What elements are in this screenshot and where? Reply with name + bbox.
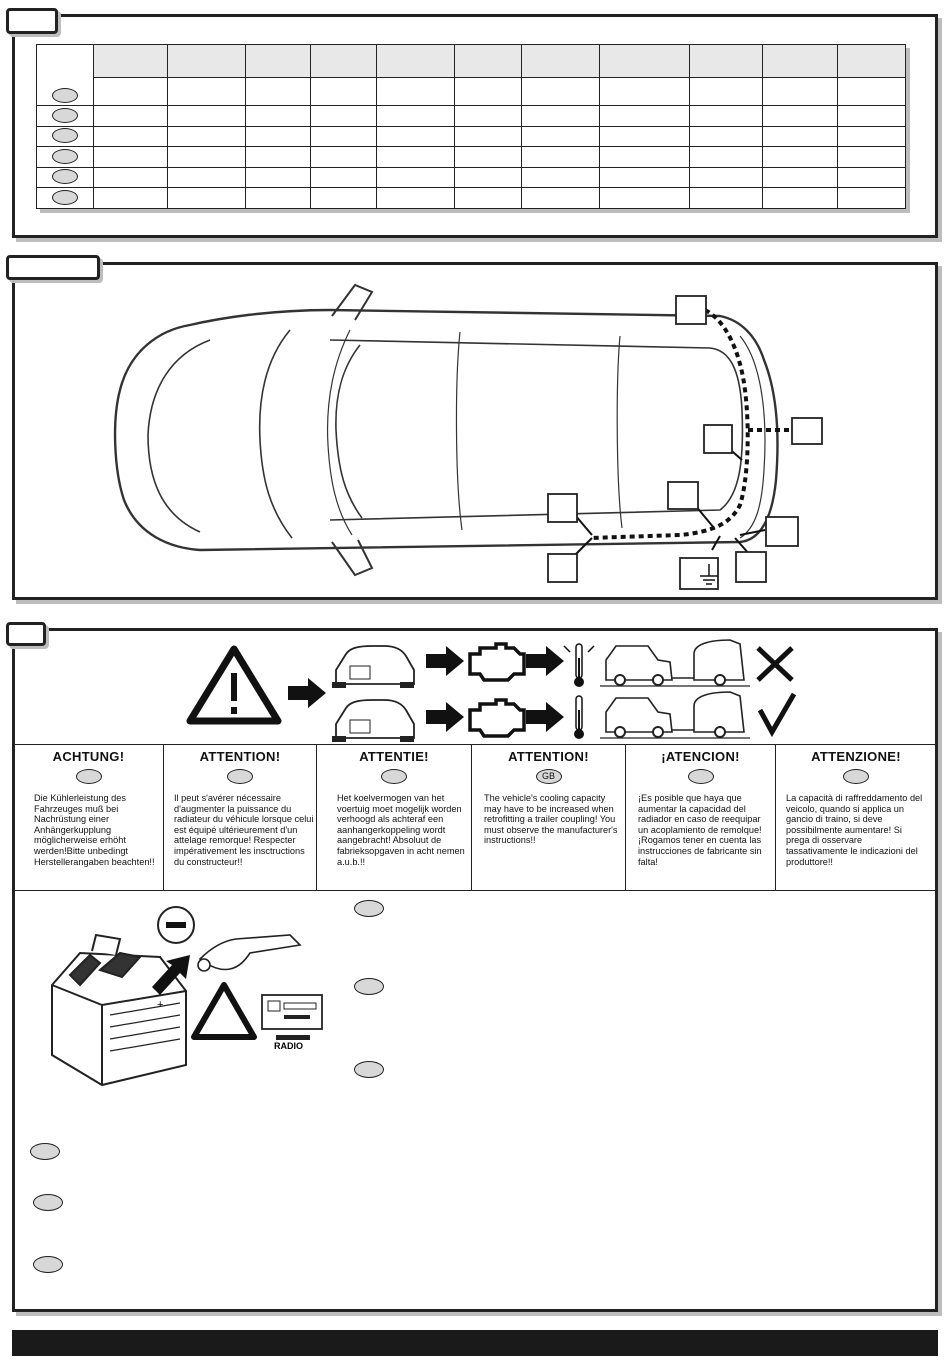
lang-column-gb: ATTENTION! GB The vehicle's cooling capa… <box>472 745 625 890</box>
lang-text: ¡Es posible que haya que aumentar la cap… <box>638 793 762 867</box>
lang-heading: ACHTUNG! <box>52 749 125 764</box>
language-row-top-border <box>13 744 937 745</box>
warning-triangle-icon <box>186 645 282 725</box>
ground-icon <box>700 564 718 585</box>
column-divider <box>316 745 317 890</box>
lang-column-de: ACHTUNG! Die Kühlerleistung des Fahrzeug… <box>14 745 163 890</box>
lang-badge <box>227 769 253 784</box>
lang-text: La capacità di raffreddamento del veicol… <box>786 793 923 867</box>
radio-icon <box>261 994 323 1040</box>
lang-badge <box>381 769 407 784</box>
car-body-outline <box>113 283 779 577</box>
step-badge <box>354 978 384 995</box>
plus-terminal-label: + <box>157 999 163 1011</box>
instructions-panel-tab <box>6 622 46 646</box>
arrow-icon <box>288 678 326 708</box>
column-divider <box>775 745 776 890</box>
column-divider <box>163 745 164 890</box>
column-divider <box>471 745 472 890</box>
table-header-row <box>35 44 907 106</box>
table-row <box>35 166 907 189</box>
lang-heading: ATTENTION! <box>199 749 281 764</box>
lang-text: Het koelvermogen van het voertuig moet m… <box>337 793 465 867</box>
lang-column-es: ¡ATENCION! ¡Es posible que haya que aume… <box>626 745 775 890</box>
lang-badge <box>75 769 102 784</box>
hand-icon <box>197 934 302 972</box>
lang-heading: ¡ATENCION! <box>661 749 740 764</box>
table-row <box>37 77 907 106</box>
language-row-bottom-border <box>13 890 937 891</box>
row-badge <box>52 169 78 184</box>
minus-terminal-icon <box>157 906 195 944</box>
lang-badge <box>843 769 869 784</box>
lang-badge <box>687 769 714 784</box>
lang-heading: ATTENTION! <box>508 749 589 764</box>
footer-bar <box>12 1330 938 1356</box>
battery-disconnect-illustration: + RADIO <box>51 906 323 1087</box>
step-badge <box>33 1194 63 1211</box>
arrow-icon <box>152 955 190 995</box>
radio-label: RADIO <box>274 1041 303 1051</box>
row-badge <box>52 149 78 164</box>
lang-text: Die Kühlerleistung des Fahrzeuges muß be… <box>34 793 155 867</box>
row-badge <box>52 128 78 143</box>
wiring-harness-path <box>589 308 800 540</box>
lang-text: The vehicle's cooling capacity may have … <box>484 793 618 846</box>
car-top-view-diagram <box>113 283 823 590</box>
lang-column-nl: ATTENTIE! Het koelvermogen van het voert… <box>317 745 471 890</box>
table-panel-tab <box>6 8 58 34</box>
cooling-sequence-diagram <box>331 639 796 743</box>
vehicle-table <box>35 44 907 209</box>
table-row <box>35 187 907 209</box>
warning-triangle-icon <box>191 982 257 1040</box>
table-row <box>35 125 907 148</box>
callout-boxes <box>547 295 823 590</box>
table-row <box>35 146 907 168</box>
step-badge <box>354 1061 384 1078</box>
row-badge <box>52 88 78 103</box>
step-badge <box>33 1256 63 1273</box>
lang-heading: ATTENTIE! <box>359 749 429 764</box>
lang-heading: ATTENZIONE! <box>811 749 901 764</box>
lang-badge: GB <box>535 769 562 784</box>
lang-text: Il peut s'avérer nécessaire d'augmenter … <box>174 793 314 867</box>
battery-icon <box>51 933 187 1087</box>
cross-mark-icon <box>756 646 794 682</box>
lang-column-fr: ATTENTION! Il peut s'avérer nécessaire d… <box>164 745 316 890</box>
step-badge <box>30 1143 60 1160</box>
lang-column-it: ATTENZIONE! La capacità di raffreddament… <box>776 745 936 890</box>
check-mark-icon <box>757 692 796 738</box>
table-row <box>35 105 907 127</box>
row-badge <box>52 108 78 123</box>
wiring-diagram-tab <box>6 255 100 280</box>
column-divider <box>625 745 626 890</box>
step-badge <box>354 900 384 917</box>
row-badge <box>52 190 78 205</box>
